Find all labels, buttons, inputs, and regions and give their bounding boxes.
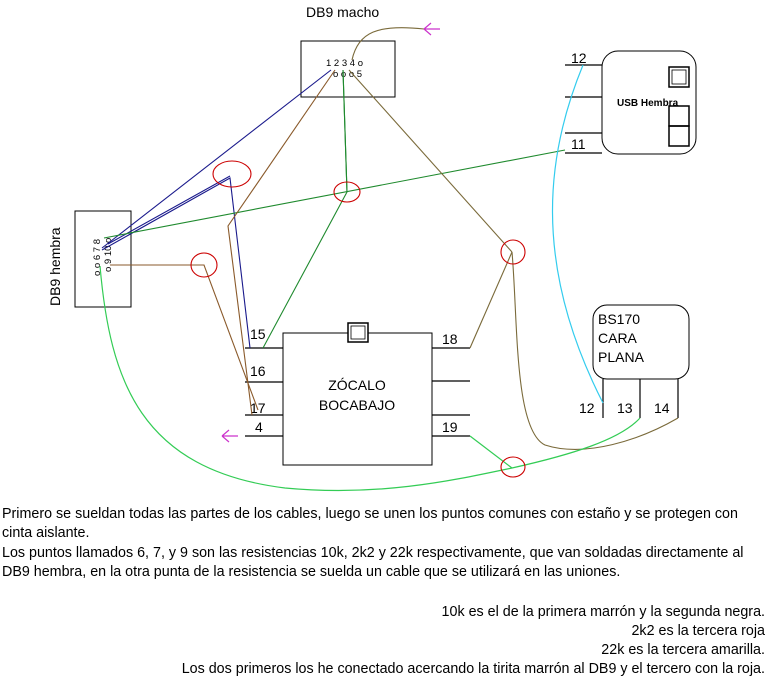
bs170-pin-label-12: 12 [579, 400, 595, 416]
junctions [190, 160, 526, 478]
usb-square-1-inner [671, 69, 687, 85]
bs170-label-line3: PLANA [598, 349, 645, 365]
wire-green-db9m-join [342, 69, 348, 193]
resistor-note-connection: Los dos primeros los he conectado acerca… [181, 661, 765, 677]
junction-1 [212, 160, 252, 188]
zocalo-pin-label-19: 19 [442, 419, 458, 435]
junction-4 [500, 239, 526, 265]
junction-3 [190, 252, 218, 278]
instructions-paragraph-1: Primero se sueldan todas las partes de l… [2, 506, 738, 542]
bs170-label-line2: CARA [598, 330, 638, 346]
arrow-left-bottom [221, 429, 238, 443]
usb-hembra-title: USB Hembra [617, 98, 679, 109]
zocalo-notch [347, 322, 369, 343]
db9-macho-box [300, 40, 396, 98]
wire-brown-db9h-res [110, 264, 259, 411]
zocalo-box [282, 332, 433, 466]
usb-pin-label-12: 12 [571, 50, 587, 66]
wire-blue-1 [101, 69, 332, 249]
zocalo-pin-label-15: 15 [250, 326, 266, 342]
instructions-paragraph-2: Los puntos llamados 6, 7, y 9 son las re… [2, 545, 744, 581]
usb-square-1 [668, 66, 690, 88]
wiring-diagram: DB9 macho 1 2 3 4 o o o o 5 DB9 hembra o… [47, 4, 697, 492]
bs170-box [592, 304, 690, 380]
bs170-pin-label-14: 14 [654, 400, 670, 416]
zocalo-notch-inner [350, 325, 366, 340]
usb-hembra-connector: USB Hembra 12 11 [565, 50, 697, 155]
zocalo-label-line2: BOCABAJO [319, 397, 395, 413]
zocalo-pin-label-18: 18 [442, 331, 458, 347]
wire-olive-zocalo18 [469, 251, 513, 349]
db9-hembra-connector: DB9 hembra o o 6 7 8 o 9 10 o [47, 210, 132, 308]
usb-square-3 [668, 125, 690, 147]
wire-green-db9m-zocalo15 [262, 69, 348, 349]
bs170-transistor: BS170 CARA PLANA 12 13 14 [579, 304, 690, 418]
zocalo-pin-label-17: 17 [250, 400, 266, 416]
zocalo-pin-label-4: 4 [255, 419, 263, 435]
arrows [221, 22, 440, 443]
resistor-note-10k: 10k es el de la primera marrón y la segu… [441, 604, 765, 620]
wires [99, 27, 679, 492]
db9-macho-pins-top: 1 2 3 4 o [326, 58, 363, 69]
resistor-note-2k2: 2k2 es la tercera roja [631, 623, 765, 639]
db9-hembra-title: DB9 hembra [47, 227, 63, 306]
db9-hembra-pins-left: o o 6 7 8 [92, 239, 103, 276]
db9-hembra-pins-right: o 9 10 o [103, 238, 114, 272]
zocalo-pin-label-16: 16 [250, 363, 266, 379]
wire-brown-db9m-zocalo17 [227, 69, 336, 416]
zocalo-label-line1: ZÓCALO [328, 377, 386, 393]
db9-macho-pins-bottom: o o o 5 [333, 69, 362, 80]
wire-cyan-usb-bs170 [551, 64, 604, 404]
wire-olive-db9m-joint [348, 69, 513, 253]
junction-2 [333, 181, 361, 203]
wire-olive-bs170-14 [511, 251, 679, 450]
arrow-top-right [423, 22, 440, 36]
wire-blue-3 [107, 175, 231, 245]
wire-olive-top-loop [351, 27, 425, 61]
bs170-label-line1: BS170 [598, 311, 640, 327]
db9-macho-connector: DB9 macho 1 2 3 4 o o o o 5 [300, 4, 396, 98]
usb-pin-label-11: 11 [571, 136, 586, 152]
wire-green-zocalo19 [469, 435, 513, 469]
usb-hembra-box [601, 50, 697, 155]
resistor-note-22k: 22k es la tercera amarilla. [601, 642, 765, 658]
zocalo-socket: ZÓCALO BOCABAJO 15 16 17 4 18 19 [245, 322, 470, 466]
db9-macho-title: DB9 macho [306, 4, 379, 20]
bs170-pin-label-13: 13 [617, 400, 633, 416]
wire-blue-2 [101, 177, 251, 349]
junction-5 [500, 456, 526, 478]
wire-green-db9h-bottom [99, 265, 641, 492]
